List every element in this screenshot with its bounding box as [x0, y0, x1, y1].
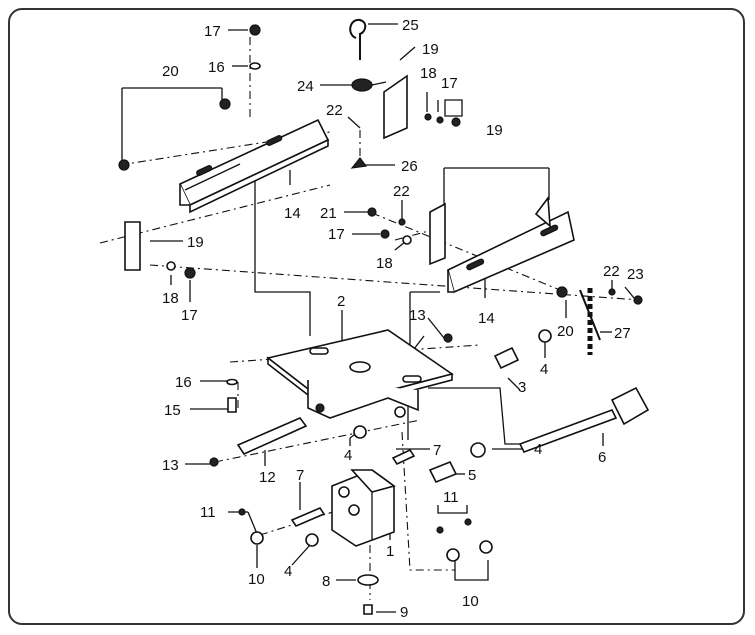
slotted-bracket-left	[178, 118, 330, 214]
pin-15	[227, 397, 237, 413]
callout-11: 11	[443, 489, 459, 506]
callout-27: 27	[614, 325, 631, 342]
washer-16	[226, 378, 238, 386]
rod-12	[236, 417, 308, 456]
leader-lines	[121, 23, 635, 613]
wing-nut	[350, 157, 368, 169]
callout-17: 17	[181, 307, 198, 324]
bolt-20-left	[118, 159, 130, 171]
clip-4-bottom	[305, 533, 319, 547]
callout-18: 18	[420, 65, 437, 82]
callout-10: 10	[462, 593, 479, 610]
callout-26: 26	[401, 158, 418, 175]
clip-4-mid	[353, 425, 367, 439]
nut-13	[209, 457, 219, 467]
callout-5: 5	[468, 467, 476, 484]
callout-4: 4	[534, 441, 542, 458]
callout-17: 17	[328, 226, 345, 243]
washer-16-top	[249, 62, 261, 70]
callout-25: 25	[402, 17, 419, 34]
callout-21: 21	[320, 205, 337, 222]
callout-19: 19	[486, 122, 503, 139]
callout-20: 20	[162, 63, 179, 80]
callout-4: 4	[540, 361, 548, 378]
callout-18: 18	[376, 255, 393, 272]
callout-7: 7	[296, 467, 304, 484]
callout-labels: 17 25 16 20 19 24 18 17 22 26 19 14 21 2…	[162, 17, 644, 621]
parts	[118, 18, 650, 615]
slotted-bracket-right	[447, 210, 575, 294]
callout-9: 9	[400, 604, 408, 621]
callout-3: 3	[518, 379, 526, 396]
chain	[579, 288, 601, 355]
callout-17: 17	[204, 23, 221, 40]
callout-4: 4	[344, 447, 352, 464]
mounting-block	[331, 469, 396, 547]
angle-plate-top	[383, 74, 408, 140]
bolt-20-right	[556, 286, 568, 298]
handle-6	[518, 386, 650, 453]
washer-10-left	[250, 531, 264, 545]
callout-20: 20	[557, 323, 574, 340]
callout-15: 15	[164, 402, 181, 419]
callout-18: 18	[162, 290, 179, 307]
callout-24: 24	[297, 78, 314, 95]
callout-16: 16	[208, 59, 225, 76]
callout-14: 14	[478, 310, 495, 327]
pin-7-a	[391, 448, 416, 466]
bolt-20-top	[219, 98, 231, 110]
callout-22: 22	[603, 263, 620, 280]
pin-3	[493, 346, 520, 370]
callout-13: 13	[409, 307, 426, 324]
callout-23: 23	[627, 266, 644, 283]
callout-17: 17	[441, 75, 458, 92]
angle-plate-left	[124, 221, 141, 271]
callout-22: 22	[326, 102, 343, 119]
pin-7-b	[290, 507, 326, 527]
callout-2: 2	[337, 293, 345, 310]
callout-4: 4	[284, 563, 292, 580]
callout-13: 13	[162, 457, 179, 474]
hook	[349, 18, 367, 60]
screw-9	[363, 604, 373, 615]
washer-8	[357, 574, 379, 586]
callout-10: 10	[248, 571, 265, 588]
callout-8: 8	[322, 573, 330, 590]
callout-7: 7	[433, 442, 441, 459]
clip-4-top	[538, 329, 552, 343]
eye-bolt	[351, 78, 373, 92]
angle-plate-mid-right	[534, 195, 551, 228]
callout-6: 6	[598, 449, 606, 466]
callout-14: 14	[284, 205, 301, 222]
callout-19: 19	[422, 41, 439, 58]
base-plate	[266, 329, 454, 419]
bolt-21	[367, 207, 377, 217]
bushing-5	[428, 460, 458, 484]
callout-11: 11	[200, 504, 216, 521]
nut-17-top	[249, 24, 261, 36]
callout-19: 19	[187, 234, 204, 251]
angle-plate-mid-left	[429, 202, 446, 266]
callout-1: 1	[386, 543, 394, 560]
callout-22: 22	[393, 183, 410, 200]
clip-4-right	[470, 442, 486, 458]
callout-12: 12	[259, 469, 276, 486]
callout-16: 16	[175, 374, 192, 391]
nut-13-top	[443, 333, 453, 343]
